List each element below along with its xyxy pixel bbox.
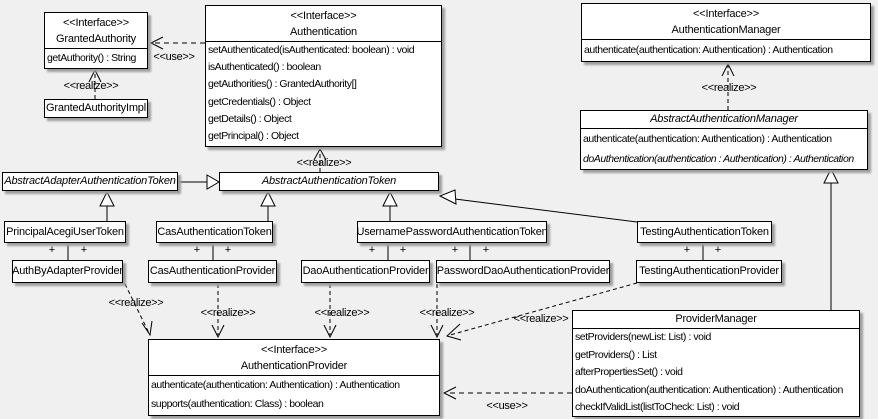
realize-label: <<realize>> — [419, 307, 475, 319]
method-row: supports(authentication: Class) : boolea… — [151, 398, 324, 410]
class-header: <<Interface>> Authentication — [206, 6, 441, 42]
class-name: PrincipalAcegiUserToken — [6, 225, 124, 238]
class-authentication-manager[interactable]: <<Interface>> AuthenticationManager auth… — [581, 3, 871, 62]
class-header: <<Interface>> GrantedAuthority — [45, 13, 147, 49]
method-row: authenticate(authentication: Authenticat… — [584, 44, 833, 56]
class-header: ProviderManager — [573, 311, 859, 329]
method-row: authenticate(authentication: Authenticat… — [151, 379, 400, 391]
class-stereotype: <<Interface>> — [290, 10, 357, 22]
method-row: getAuthority() : String — [47, 52, 136, 64]
class-granted-authority-impl[interactable]: GrantedAuthorityImpl — [44, 99, 148, 118]
class-granted-authority[interactable]: <<Interface>> GrantedAuthority getAuthor… — [44, 12, 148, 69]
assoc-end-plus: + — [683, 244, 691, 256]
method-row: getAuthorities() : GrantedAuthority[] — [208, 78, 357, 91]
realize-label: <<realize>> — [200, 307, 256, 319]
realize-label: <<realize>> — [108, 297, 164, 309]
class-username-password-authentication-token[interactable]: UsernamePasswordAuthenticationToken — [356, 221, 548, 243]
class-stereotype: <<Interface>> — [693, 8, 759, 20]
realize-label: <<realize>> — [513, 313, 569, 325]
realize-label: <<realize>> — [63, 80, 119, 92]
realize-label: <<realize>> — [701, 82, 757, 94]
class-testing-authentication-token[interactable]: TestingAuthenticationToken — [637, 221, 772, 243]
class-authentication-provider[interactable]: <<Interface>> AuthenticationProvider aut… — [148, 339, 440, 416]
assoc-end-plus: + — [48, 244, 56, 256]
method-row: authenticate(authentication: Authenticat… — [583, 133, 832, 145]
method-row: getCredentials() : Object — [208, 95, 311, 108]
class-name: AbstractAdapterAuthenticationToken — [4, 175, 176, 187]
class-name: GrantedAuthorityImpl — [46, 102, 146, 114]
class-authentication[interactable]: <<Interface>> Authentication setAuthenti… — [205, 5, 442, 147]
method-row: checkIfValidList(listToCheck: List) : vo… — [575, 401, 740, 414]
method-row: setProviders(newList: List) : void — [575, 331, 711, 343]
class-auth-by-adapter-provider[interactable]: AuthByAdapterProvider — [12, 260, 123, 283]
class-name: GrantedAuthority — [56, 33, 136, 45]
class-name: AbstractAuthenticationManager — [650, 113, 798, 125]
realize-label: <<realize>> — [314, 307, 370, 319]
class-name: PasswordDaoAuthenticationProvider — [436, 265, 610, 277]
method-row: doAuthentication(authentication : Authen… — [583, 153, 854, 165]
assoc-end-plus: + — [193, 244, 201, 256]
use-label: <<use>> — [486, 400, 528, 412]
class-name: DaoAuthenticationProvider — [302, 265, 429, 277]
class-password-dao-authentication-provider[interactable]: PasswordDaoAuthenticationProvider — [436, 260, 610, 283]
realize-label: <<realize>> — [296, 157, 352, 169]
assoc-end-plus: + — [482, 244, 490, 256]
class-name: AuthenticationManager — [671, 24, 781, 36]
class-principal-acegi-user-token[interactable]: PrincipalAcegiUserToken — [4, 221, 126, 243]
method-row: afterPropertiesSet() : void — [575, 366, 683, 379]
class-stereotype: <<Interface>> — [63, 17, 129, 29]
method-row: getPrincipal() : Object — [208, 130, 299, 143]
class-name: CasAuthenticationToken — [157, 225, 272, 238]
class-name: TestingAuthenticationProvider — [639, 265, 779, 277]
method-row: isAuthenticated() : boolean — [208, 61, 321, 74]
method-row: setAuthenticated(isAuthenticated: boolea… — [208, 44, 415, 56]
assoc-end-plus: + — [80, 244, 88, 256]
class-name: Authentication — [290, 26, 357, 38]
class-header: <<Interface>> AuthenticationManager — [582, 4, 870, 40]
class-header: <<Interface>> AuthenticationProvider — [149, 340, 439, 376]
class-name: AbstractAuthenticationToken — [261, 175, 397, 187]
class-abstract-adapter-authentication-token[interactable]: AbstractAdapterAuthenticationToken — [2, 172, 178, 191]
class-stereotype: <<Interface>> — [261, 344, 327, 356]
class-provider-manager[interactable]: ProviderManager setProviders(newList: Li… — [572, 310, 860, 417]
assoc-end-plus: + — [451, 244, 459, 256]
class-abstract-authentication-token[interactable]: AbstractAuthenticationToken — [219, 172, 439, 191]
class-name: TestingAuthenticationToken — [640, 225, 769, 238]
class-name: ProviderManager — [675, 313, 757, 325]
class-testing-authentication-provider[interactable]: TestingAuthenticationProvider — [636, 260, 782, 283]
class-cas-authentication-token[interactable]: CasAuthenticationToken — [156, 221, 273, 243]
class-name: CasAuthenticationProvider — [149, 265, 276, 277]
assoc-end-plus: + — [368, 244, 376, 256]
assoc-end-plus: + — [224, 244, 232, 256]
assoc-end-plus: + — [714, 244, 722, 256]
class-cas-authentication-provider[interactable]: CasAuthenticationProvider — [148, 260, 277, 283]
method-row: doAuthentication(authentication: Authent… — [575, 383, 843, 396]
assoc-end-plus: + — [399, 244, 407, 256]
class-dao-authentication-provider[interactable]: DaoAuthenticationProvider — [301, 260, 430, 283]
class-header: AbstractAuthenticationManager — [581, 111, 867, 129]
method-row: getProviders() : List — [575, 348, 657, 361]
method-row: getDetails() : Object — [208, 112, 292, 125]
class-name: AuthByAdapterProvider — [12, 265, 123, 277]
use-label: <<use>> — [153, 51, 195, 63]
class-abstract-authentication-manager[interactable]: AbstractAuthenticationManager authentica… — [580, 110, 868, 170]
class-name: AuthenticationProvider — [240, 360, 348, 372]
class-name: UsernamePasswordAuthenticationToken — [356, 225, 548, 238]
